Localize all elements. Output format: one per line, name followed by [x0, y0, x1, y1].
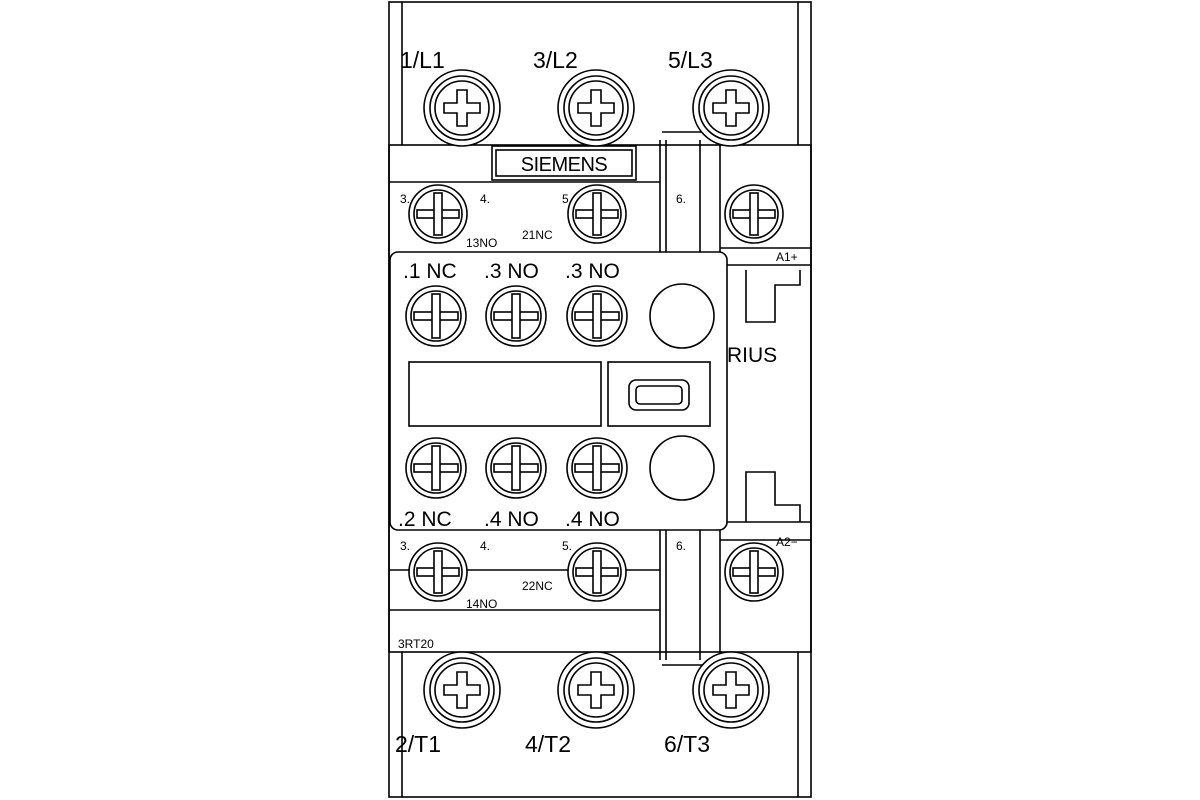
- main-terminal-labels-bottom: 2/T1 4/T2 6/T3: [395, 731, 710, 757]
- terminal-label-2-t1: 2/T1: [395, 731, 441, 757]
- aux-label-4no: .4 NO: [565, 508, 620, 531]
- base-aux-number: 5.: [562, 192, 572, 206]
- brand-logo: SIEMENS: [521, 154, 608, 176]
- brand-plate: [491, 145, 637, 181]
- terminal-label-1-l1: 1/L1: [400, 47, 445, 73]
- terminal-label-3-l2: 3/L2: [533, 47, 578, 73]
- screw-terminal-icon: [566, 437, 628, 499]
- screw-terminal-icon: [408, 184, 468, 244]
- screw-terminal-icon: [423, 69, 501, 147]
- aux-empty-terminal-top: [649, 283, 715, 349]
- base-aux-number: 6.: [676, 192, 686, 206]
- base-aux-marking-13no: 13NO: [466, 236, 497, 250]
- screw-terminal-icon: [692, 69, 770, 147]
- screw-terminal-icon: [557, 651, 635, 729]
- aux-label-2nc: .2 NC: [398, 508, 452, 531]
- screw-terminal-icon: [567, 184, 627, 244]
- base-aux-marking-22nc: 22NC: [522, 579, 553, 593]
- screw-terminal-icon: [566, 285, 628, 347]
- aux-label-4no: .4 NO: [484, 508, 539, 531]
- base-aux-number: 3.: [400, 192, 410, 206]
- tab-indicator-icon: [628, 379, 690, 411]
- aux-label-3no: .3 NO: [484, 260, 539, 283]
- base-aux-number: 3.: [400, 539, 410, 553]
- screw-terminal-icon: [423, 651, 501, 729]
- base-aux-marking-21nc: 21NC: [522, 228, 553, 242]
- model-label: 3RT20: [398, 637, 434, 651]
- series-text: RIUS: [727, 344, 777, 367]
- base-aux-marking-14no: 14NO: [466, 597, 497, 611]
- aux-slider-frame: [607, 361, 711, 427]
- screw-terminal-icon: [724, 542, 784, 602]
- aux-empty-terminal-bottom: [649, 435, 715, 501]
- terminal-label-4-t2: 4/T2: [525, 731, 571, 757]
- screw-terminal-icon: [567, 542, 627, 602]
- terminal-label-6-t3: 6/T3: [664, 731, 710, 757]
- base-aux-number: 4.: [480, 539, 490, 553]
- terminal-label-5-l3: 5/L3: [668, 47, 713, 73]
- aux-label-3no: .3 NO: [565, 260, 620, 283]
- screw-terminal-icon: [405, 285, 467, 347]
- coil-label-a1: A1+: [776, 250, 798, 264]
- auxiliary-contact-block: [389, 251, 728, 531]
- screw-terminal-icon: [724, 184, 784, 244]
- aux-label-window: [408, 361, 602, 427]
- aux-label-1nc: .1 NC: [403, 260, 457, 283]
- screw-terminal-icon: [557, 69, 635, 147]
- screw-terminal-icon: [692, 651, 770, 729]
- main-terminal-labels-top: 1/L1 3/L2 5/L3: [400, 47, 713, 73]
- screw-terminal-icon: [485, 437, 547, 499]
- base-aux-number: 4.: [480, 192, 490, 206]
- screw-terminal-icon: [485, 285, 547, 347]
- screw-terminal-icon: [405, 437, 467, 499]
- base-aux-number: 5.: [562, 539, 572, 553]
- coil-label-a2: A2−: [776, 535, 798, 549]
- screw-terminal-icon: [408, 542, 468, 602]
- base-aux-number: 6.: [676, 539, 686, 553]
